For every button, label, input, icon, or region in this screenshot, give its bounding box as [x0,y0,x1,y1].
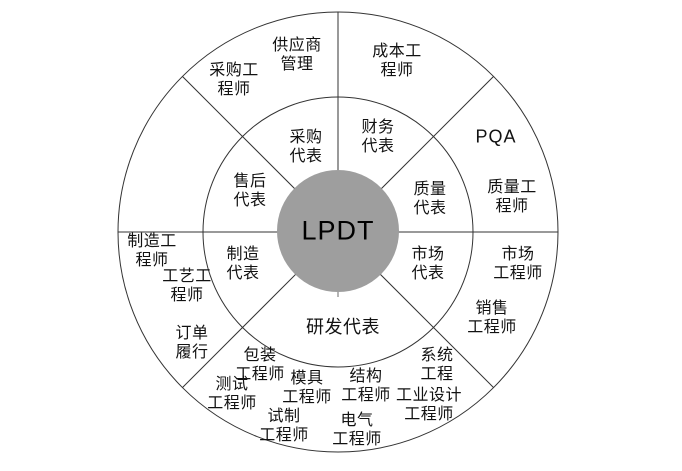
outer-label-procurement-engineer: 采购工 程师 [209,62,259,98]
outer-label-pqa: PQA [475,126,517,147]
outer-label-test-engineer: 测试 工程师 [207,376,257,412]
inner-label-market-rep: 市场 代表 [411,246,445,282]
inner-label-manufacturing-rep: 制造 代表 [226,246,260,282]
outer-label-sales-engineer: 销售 工程师 [467,300,517,336]
outer-label-supplier-management: 供应商 管理 [272,37,322,73]
outer-label-process-engineer: 工艺工 程师 [162,268,212,304]
sector-divider-lines [117,11,559,453]
outer-label-packaging-engineer: 包装 工程师 [235,347,285,383]
outer-label-structural-engineer: 结构 工程师 [341,368,391,404]
outer-label-trial-production-engineer: 试制 工程师 [259,408,309,444]
inner-label-aftersales-rep: 售后 代表 [233,173,267,209]
inner-label-procurement-rep: 采购 代表 [289,129,323,165]
outer-label-market-engineer: 市场 工程师 [493,246,543,282]
outer-label-order-fulfillment: 订单 履行 [175,325,209,361]
center-label-lpdt: LPDT [301,215,375,246]
inner-label-rnd-rep: 研发代表 [306,317,380,337]
outer-label-mold-engineer: 模具 工程师 [282,370,332,406]
inner-label-quality-rep: 质量 代表 [413,181,447,217]
outer-label-manufacturing-engineer: 制造工 程师 [127,233,177,269]
outer-label-quality-engineer: 质量工 程师 [487,179,537,215]
inner-label-finance-rep: 财务 代表 [361,119,395,155]
outer-label-industrial-design-engineer: 工业设计 工程师 [395,387,463,423]
outer-label-electrical-engineer: 电气 工程师 [332,412,382,448]
outer-label-cost-engineer: 成本工 程师 [372,43,422,79]
outer-label-system-engineering: 系统 工程 [420,347,454,383]
center-circle [277,170,399,292]
